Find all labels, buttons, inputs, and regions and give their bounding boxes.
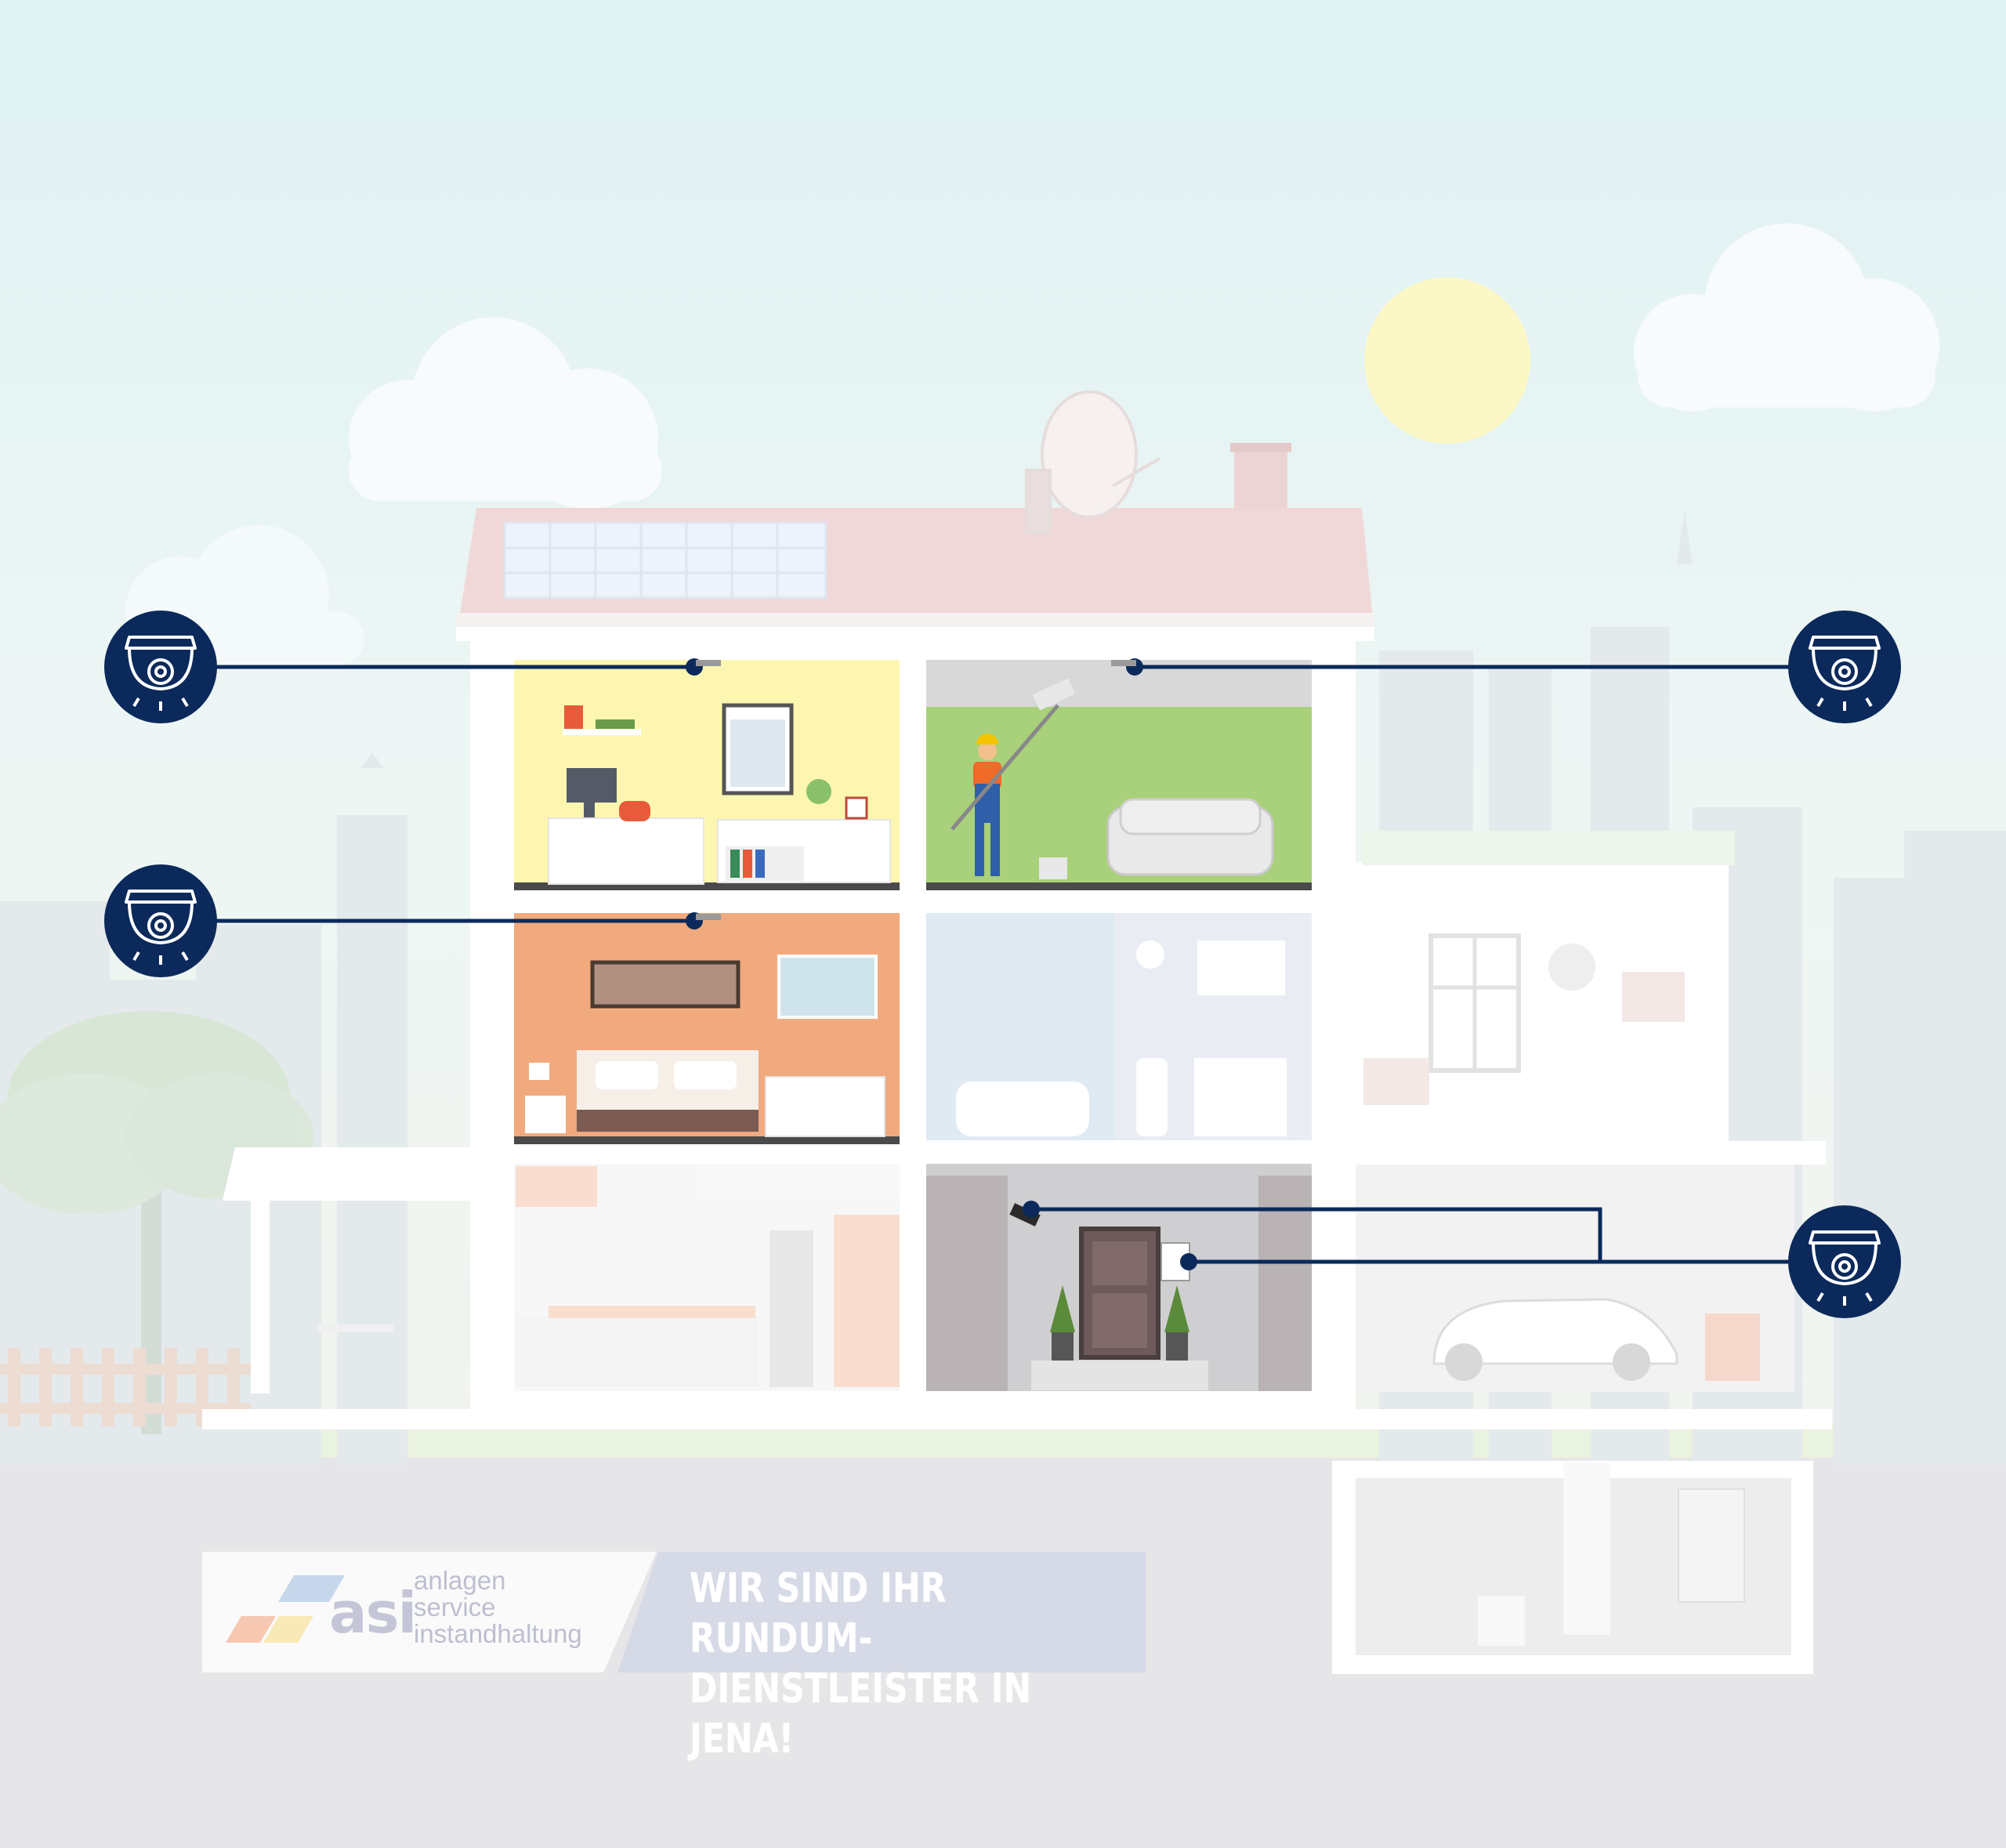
ceiling-sensors (696, 660, 1136, 920)
banner-background (617, 1552, 1146, 1672)
annex-right (1356, 831, 1735, 1144)
porch-left (223, 1147, 470, 1393)
logo-word-1: anlagen (414, 1566, 506, 1595)
tagline-banner: WIR SIND IHR RUNDUM- DIENSTLEISTER IN JE… (690, 1564, 1049, 1764)
logo-word-3: instandhaltung (414, 1619, 582, 1648)
company-logo: asi anlagen service instandhaltung (202, 1552, 641, 1672)
chimney (1234, 447, 1287, 509)
logo-word-2: service (414, 1593, 496, 1622)
tagline-line-1: WIR SIND IHR RUNDUM- (690, 1565, 947, 1662)
camera-marker-bottom-right-icon (1788, 1205, 1901, 1318)
room-bedroom (514, 913, 900, 1144)
solar-panel (503, 521, 827, 600)
camera-connection-lines (161, 665, 1845, 1264)
camera-marker-mid-left-icon (104, 864, 217, 977)
basement (1332, 1461, 1813, 1674)
logo-brand: asi (329, 1580, 417, 1646)
cloud-right (1634, 223, 1939, 411)
painter-worker (950, 678, 1076, 876)
room-office (514, 660, 900, 890)
camera-marker-top-left-icon (104, 611, 217, 723)
camera-marker-top-right-icon (1788, 611, 1901, 723)
tagline-line-2: DIENSTLEISTER IN JENA! (690, 1665, 1032, 1763)
room-entrance (926, 1164, 1312, 1391)
logo-mark (226, 1575, 345, 1643)
house-base (202, 1409, 1832, 1429)
cloud-left (349, 317, 662, 509)
sun (1364, 277, 1530, 444)
garage-right (1332, 1141, 1826, 1392)
logo-descriptor: anlagen service instandhaltung (414, 1567, 582, 1647)
satellite-dish (1025, 390, 1161, 534)
room-kitchen (514, 1164, 900, 1391)
room-bathroom (926, 913, 1312, 1140)
fence-left (0, 1348, 251, 1426)
